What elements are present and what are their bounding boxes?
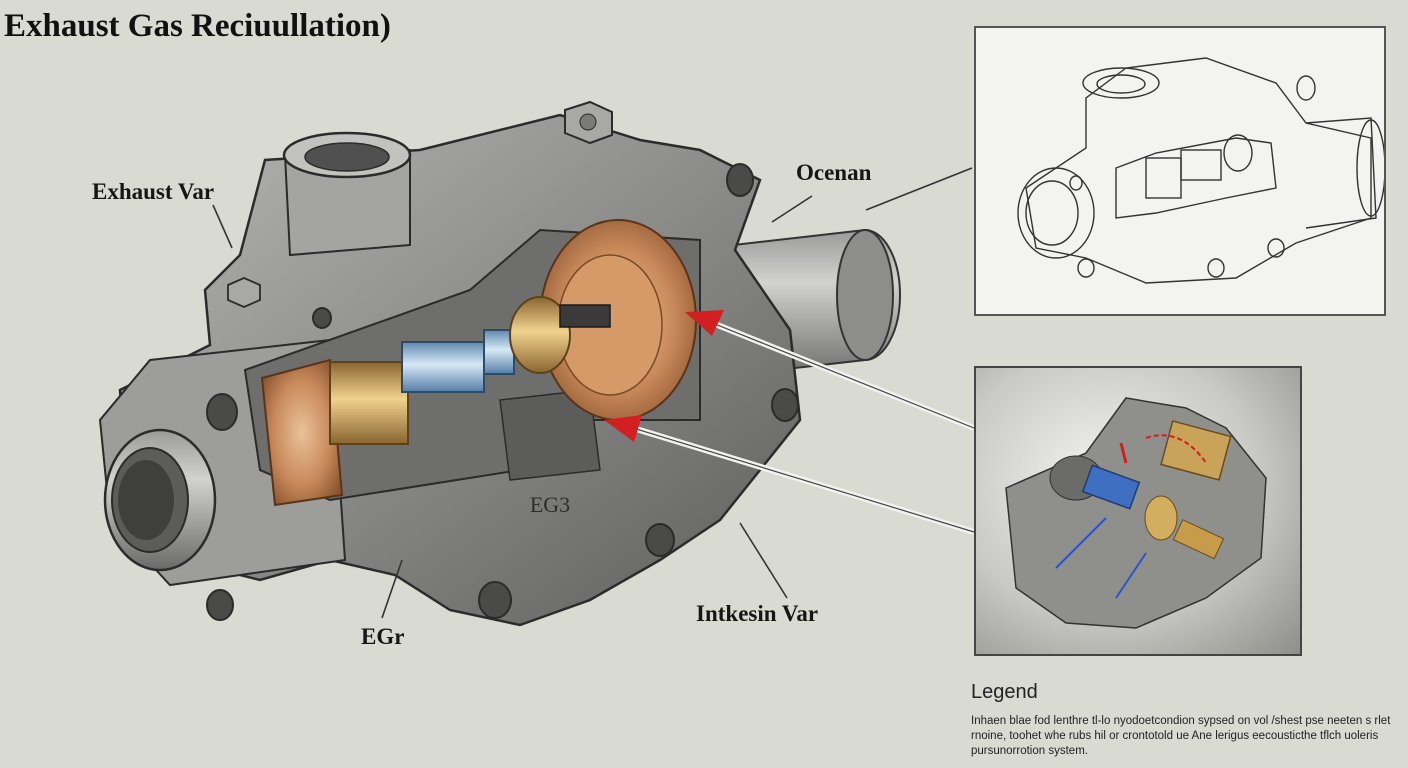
label-ocenan: Ocenan [796, 160, 872, 185]
diagram-title: Exhaust Gas Reciuullation) [4, 8, 391, 44]
red-flow-arrow [604, 415, 642, 442]
label-egr: EGr [361, 624, 405, 649]
casting-mark: EG3 [530, 492, 570, 517]
valve-seat [260, 358, 344, 507]
rendered-inset [1005, 397, 1267, 629]
rendered-inset-panel [974, 366, 1302, 656]
legend-heading: Legend [971, 681, 1038, 703]
flow-arrow-upper [685, 310, 976, 431]
red-flow-arrow [685, 310, 724, 336]
label-intkesin-var: Intkesin Var [696, 601, 819, 626]
label-exhaust-var: Exhaust Var [92, 179, 215, 204]
line-drawing-panel [974, 26, 1386, 316]
legend-text: Inhaen blae fod lenthre tl-lo nyodoetcon… [971, 715, 1391, 757]
flow-arrow-lower [604, 415, 975, 535]
line-drawing [1017, 57, 1386, 284]
valve-shaft [329, 296, 611, 445]
mounting-holes [206, 163, 799, 621]
leader-lines [212, 167, 973, 619]
